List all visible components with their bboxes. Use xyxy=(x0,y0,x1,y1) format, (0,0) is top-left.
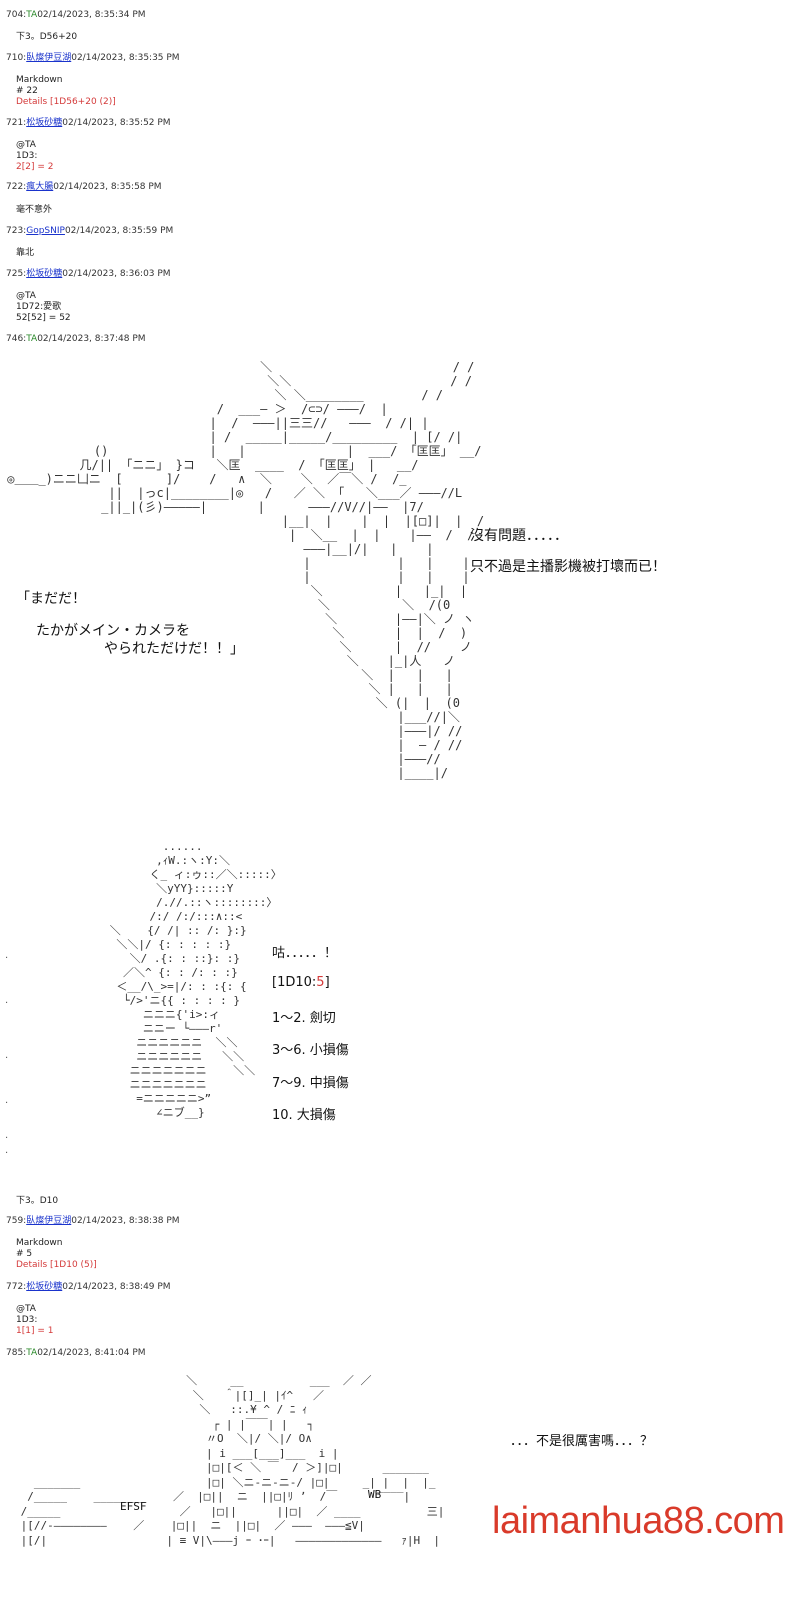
post-body-line: @TA xyxy=(16,140,36,150)
post-date: 02/14/2023, 8:37:48 PM xyxy=(37,334,146,344)
post-number: 759: xyxy=(6,1216,27,1226)
post-body-line: 1D3: xyxy=(16,1315,38,1325)
poster-name[interactable]: 松坂砂糖 xyxy=(26,1282,63,1292)
roll-line: [1D10:5] xyxy=(272,975,330,990)
post-body-line: 1D72:愛歌 xyxy=(16,302,62,312)
post-721: 721:松坂砂糖02/14/2023, 8:35:52 PM xyxy=(6,118,171,129)
speech-right-line-1: 沒有問題．．．．． xyxy=(470,528,568,544)
question-text: ．．．不是很厲害嗎．．．？ xyxy=(510,1434,654,1449)
post-date: 02/14/2023, 8:35:58 PM xyxy=(53,182,162,192)
post-date: 02/14/2023, 8:35:59 PM xyxy=(64,226,174,236)
post-date: 02/14/2023, 8:36:03 PM xyxy=(62,269,171,279)
post-number: 785: xyxy=(6,1348,27,1358)
post-body: 毫不意外 xyxy=(16,205,53,215)
post-date: 02/14/2023, 8:35:52 PM xyxy=(62,118,171,128)
post-722: 722:瘋大腸02/14/2023, 8:35:58 PM xyxy=(6,182,162,193)
post-746: 746:TA02/14/2023, 8:37:48 PM xyxy=(6,334,146,345)
post-body-line: 1D3: xyxy=(16,151,38,161)
speech-left-line-1: 「まだだ！ xyxy=(16,591,86,607)
post-710: 710:臥燦伊豆湖02/14/2023, 8:35:35 PM xyxy=(6,53,180,64)
post-date: 02/14/2023, 8:35:34 PM xyxy=(37,10,146,20)
ship-label-left: EFSF xyxy=(120,1500,147,1513)
post-date: 02/14/2023, 8:41:04 PM xyxy=(37,1348,146,1358)
poster-name[interactable]: TA xyxy=(26,334,38,344)
post-number: 722: xyxy=(6,182,27,192)
post-number: 704: xyxy=(6,10,27,20)
post-body-line: @TA xyxy=(16,1304,36,1314)
post-body-line: # 22 xyxy=(16,86,38,96)
watermark: laimanhua88.com xyxy=(492,1500,785,1542)
dice-result: 2[2] = 2 xyxy=(16,162,54,172)
poster-name[interactable]: TA xyxy=(26,10,38,20)
roll-value: 5 xyxy=(316,975,325,990)
dice-details-link[interactable]: Details [1D56+20 (2)] xyxy=(16,97,116,107)
post-date: 02/14/2023, 8:38:49 PM xyxy=(62,1282,171,1292)
post-723: 723:GopSNIP02/14/2023, 8:35:59 PM xyxy=(6,226,173,237)
post-footer: 下3。D10 xyxy=(16,1196,59,1206)
speech-right-line-2: 只不過是主播影機被打壞而已！ xyxy=(470,559,666,575)
post-body-line: # 5 xyxy=(16,1249,33,1259)
post-772: 772:松坂砂糖02/14/2023, 8:38:49 PM xyxy=(6,1282,171,1293)
post-number: 721: xyxy=(6,118,27,128)
post-body: 靠北 xyxy=(16,248,35,258)
character-ascii-art: ...... ,ｨW.:ヽ:Y:＼ く_ ィ:ゥ::／＼:::::〉 ＼yYY}… xyxy=(109,840,282,1119)
dice-details-link[interactable]: Details [1D10 (5)] xyxy=(16,1260,97,1270)
post-number: 710: xyxy=(6,53,27,63)
post-date: 02/14/2023, 8:38:38 PM xyxy=(71,1216,180,1226)
poster-name[interactable]: 松坂砂糖 xyxy=(26,118,63,128)
poster-name[interactable]: TA xyxy=(26,1348,38,1358)
post-body-line: @TA xyxy=(16,291,36,301)
post-body: 下3。D56+20 xyxy=(16,32,78,42)
post-725: 725:松坂砂糖02/14/2023, 8:36:03 PM xyxy=(6,269,171,280)
speech-left-line-2: たかがメイン・カメラを xyxy=(36,623,190,639)
poster-name[interactable]: 臥燦伊豆湖 xyxy=(26,1216,72,1226)
poster-name[interactable]: GopSNIP xyxy=(26,226,65,236)
poster-name[interactable]: 臥燦伊豆湖 xyxy=(26,53,72,63)
poster-name[interactable]: 瘋大腸 xyxy=(26,182,54,192)
post-body-line: Markdown xyxy=(16,1238,63,1248)
post-body-line: 52[52] = 52 xyxy=(16,313,71,323)
mecha-ascii-art: ＼ / / ＼＼ / / ＼ ＼________ / / / ___― ＞ /⊂… xyxy=(7,360,485,780)
post-number: 723: xyxy=(6,226,27,236)
post-body-line: Markdown xyxy=(16,75,63,85)
ships-ascii-art: ＼ __ ___ ／ ／ ＼ ＾|[]_| |ｲ^ ／ ＼ ::.¥ ^ / ﾆ… xyxy=(20,1374,445,1547)
option-3: 7～9. 中損傷 xyxy=(272,1076,349,1091)
post-date: 02/14/2023, 8:35:35 PM xyxy=(71,53,180,63)
post-759: 759:臥燦伊豆湖02/14/2023, 8:38:38 PM xyxy=(6,1216,180,1227)
roll-prefix: [1D10: xyxy=(272,975,317,990)
ship-label-right: WB xyxy=(368,1488,382,1501)
post-number: 725: xyxy=(6,269,27,279)
poster-name[interactable]: 松坂砂糖 xyxy=(26,269,63,279)
option-2-highlighted: 3～6. 小損傷 xyxy=(272,1043,349,1058)
dice-result: 1[1] = 1 xyxy=(16,1326,54,1336)
roll-suffix: ] xyxy=(324,975,330,990)
post-704: 704:TA02/14/2023, 8:35:34 PM xyxy=(6,10,146,21)
exclaim-text: 咕．．．．．！ xyxy=(272,946,338,961)
option-1: 1～2. 劍切 xyxy=(272,1011,336,1026)
post-number: 772: xyxy=(6,1282,27,1292)
post-number: 746: xyxy=(6,334,27,344)
speech-left-line-3: やられただけだ！！」 xyxy=(104,641,244,657)
option-4: 10. 大損傷 xyxy=(272,1108,336,1123)
post-785: 785:TA02/14/2023, 8:41:04 PM xyxy=(6,1348,146,1359)
